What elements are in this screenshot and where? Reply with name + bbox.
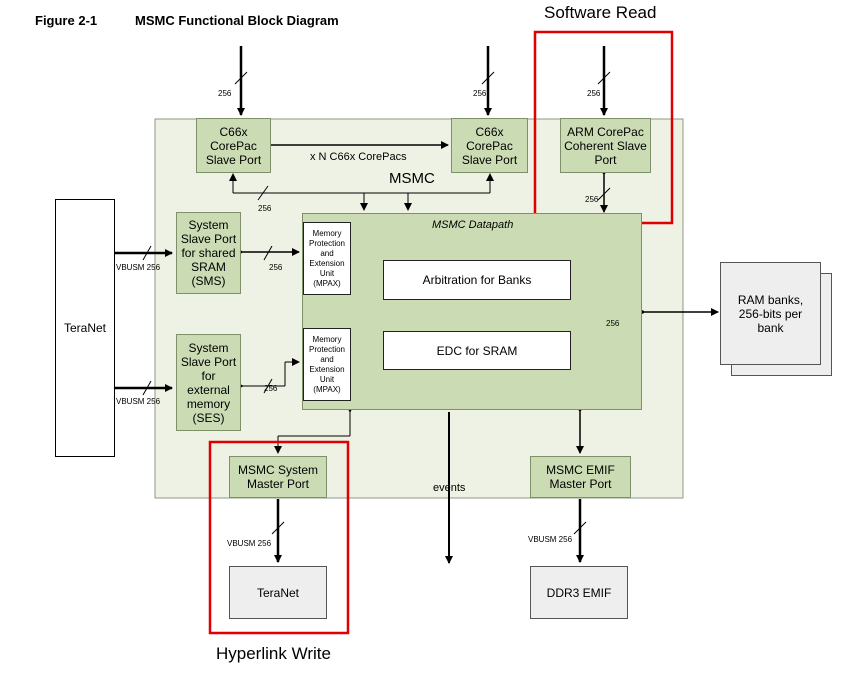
width-label: 256 — [473, 89, 487, 98]
msmc-emif-master-port: MSMC EMIF Master Port — [530, 456, 631, 498]
vbusm-label: VBUSM 256 — [528, 535, 573, 544]
msmc-system-master-port: MSMC System Master Port — [229, 456, 327, 498]
teranet-bottom: TeraNet — [229, 566, 327, 619]
ses-slave-port: System Slave Port for external memory (S… — [176, 334, 241, 431]
c66x-right-slave-port: C66x CorePac Slave Port — [451, 118, 528, 173]
vbusm-label: VBUSM 256 — [116, 263, 161, 272]
teranet-left: TeraNet — [55, 199, 115, 457]
sms-slave-port: System Slave Port for shared SRAM (SMS) — [176, 212, 241, 294]
mpax-bottom: Memory Protection and Extension Unit (MP… — [303, 328, 351, 401]
arbitration-block: Arbitration for Banks — [383, 260, 571, 300]
c66x-left-slave-port: C66x CorePac Slave Port — [196, 118, 271, 173]
mpax-top: Memory Protection and Extension Unit (MP… — [303, 222, 351, 295]
hyperlink-write-label: Hyperlink Write — [216, 644, 331, 663]
n-corepacs-label: x N C66x CorePacs — [310, 151, 407, 163]
vbusm-label: VBUSM 256 — [227, 539, 272, 548]
datapath-label: MSMC Datapath — [432, 219, 514, 231]
width-label: 256 — [269, 263, 283, 272]
width-label: 256 — [587, 89, 601, 98]
figure-number: Figure 2-1 — [35, 13, 98, 28]
width-label: 256 — [585, 195, 599, 204]
width-label: 256 — [218, 89, 232, 98]
vbusm-label: VBUSM 256 — [116, 397, 161, 406]
software-read-label: Software Read — [544, 3, 657, 22]
msmc-label: MSMC — [389, 170, 435, 187]
msmc-datapath — [302, 213, 642, 410]
width-label: 256 — [258, 204, 272, 213]
ram-banks: RAM banks, 256-bits per bank — [720, 262, 821, 365]
events-label: events — [433, 482, 466, 494]
arm-corepac-slave-port: ARM CorePac Coherent Slave Port — [560, 118, 651, 173]
width-label: 256 — [606, 319, 620, 328]
edc-block: EDC for SRAM — [383, 331, 571, 370]
hyperlink-write-highlight — [208, 440, 350, 635]
width-label: 256 — [264, 384, 278, 393]
figure-title: MSMC Functional Block Diagram — [135, 13, 339, 28]
ddr3-emif: DDR3 EMIF — [530, 566, 628, 619]
